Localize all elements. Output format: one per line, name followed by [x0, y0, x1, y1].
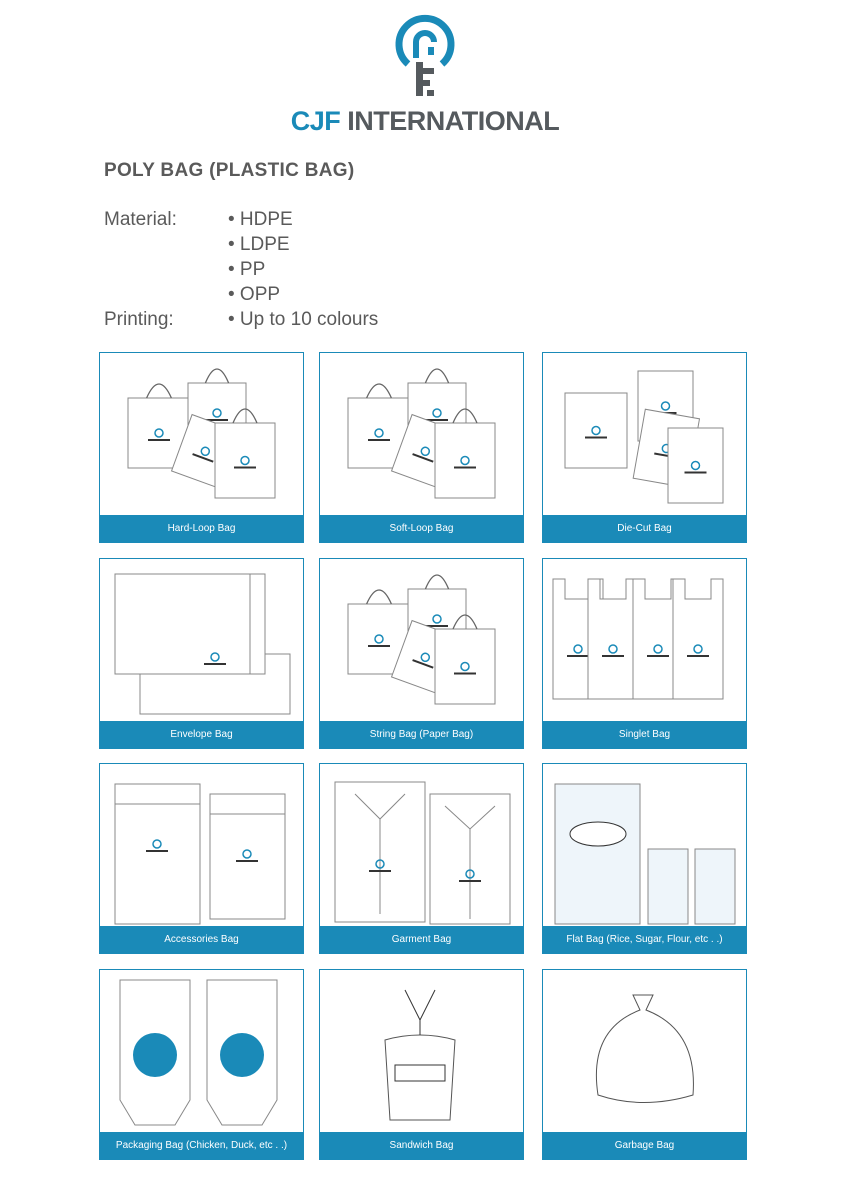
material-label: Material:	[104, 209, 177, 230]
logo-wordmark: CJF INTERNATIONAL	[290, 106, 560, 137]
sandwich-bag-illustration	[384, 989, 456, 1121]
singlet-bag-illustration	[552, 578, 724, 700]
page-title: POLY BAG (PLASTIC BAG)	[104, 160, 355, 181]
die-cut-bag-illustration	[564, 370, 724, 504]
company-logo: CJF INTERNATIONAL	[290, 14, 560, 139]
product-card: Accessories Bag	[99, 763, 304, 954]
product-card: Flat Bag (Rice, Sugar, Flour, etc . .)	[542, 763, 747, 954]
shopping-bag-illustration	[347, 574, 496, 705]
logo-mark-icon	[395, 14, 455, 96]
logo-text-international: INTERNATIONAL	[340, 106, 560, 136]
printing-label: Printing:	[104, 309, 174, 330]
product-card: Sandwich Bag	[319, 969, 524, 1160]
envelope-bag-illustration	[114, 573, 291, 715]
product-card: String Bag (Paper Bag)	[319, 558, 524, 749]
packaging-bag-illustration	[119, 979, 278, 1126]
shopping-bag-illustration	[347, 368, 496, 499]
product-card: Envelope Bag	[99, 558, 304, 749]
printing-value: • Up to 10 colours	[228, 309, 379, 330]
product-label: Envelope Bag	[100, 721, 303, 748]
product-label: Die-Cut Bag	[543, 515, 746, 542]
shopping-bag-illustration	[127, 368, 276, 499]
material-item: • HDPE	[228, 209, 293, 230]
product-card: Garment Bag	[319, 763, 524, 954]
material-item: • OPP	[228, 284, 281, 305]
flat-bag-illustration	[554, 783, 736, 925]
material-item: • PP	[228, 259, 266, 280]
product-label: Garment Bag	[320, 926, 523, 953]
garbage-bag-illustration	[595, 994, 694, 1103]
product-label: String Bag (Paper Bag)	[320, 721, 523, 748]
product-card: Singlet Bag	[542, 558, 747, 749]
logo-text-cjf: CJF	[290, 106, 341, 136]
product-label: Garbage Bag	[543, 1132, 746, 1159]
header-bag-illustration	[114, 783, 286, 925]
product-card: Garbage Bag	[542, 969, 747, 1160]
product-card: Packaging Bag (Chicken, Duck, etc . .)	[99, 969, 304, 1160]
product-card: Soft-Loop Bag	[319, 352, 524, 543]
material-item: • LDPE	[228, 234, 290, 255]
garment-bag-illustration	[334, 781, 511, 925]
product-card: Die-Cut Bag	[542, 352, 747, 543]
product-card: Hard-Loop Bag	[99, 352, 304, 543]
product-label: Hard-Loop Bag	[100, 515, 303, 542]
product-label: Soft-Loop Bag	[320, 515, 523, 542]
product-label: Flat Bag (Rice, Sugar, Flour, etc . .)	[543, 926, 746, 953]
product-label: Singlet Bag	[543, 721, 746, 748]
product-label: Accessories Bag	[100, 926, 303, 953]
product-label: Sandwich Bag	[320, 1132, 523, 1159]
product-label: Packaging Bag (Chicken, Duck, etc . .)	[100, 1132, 303, 1159]
